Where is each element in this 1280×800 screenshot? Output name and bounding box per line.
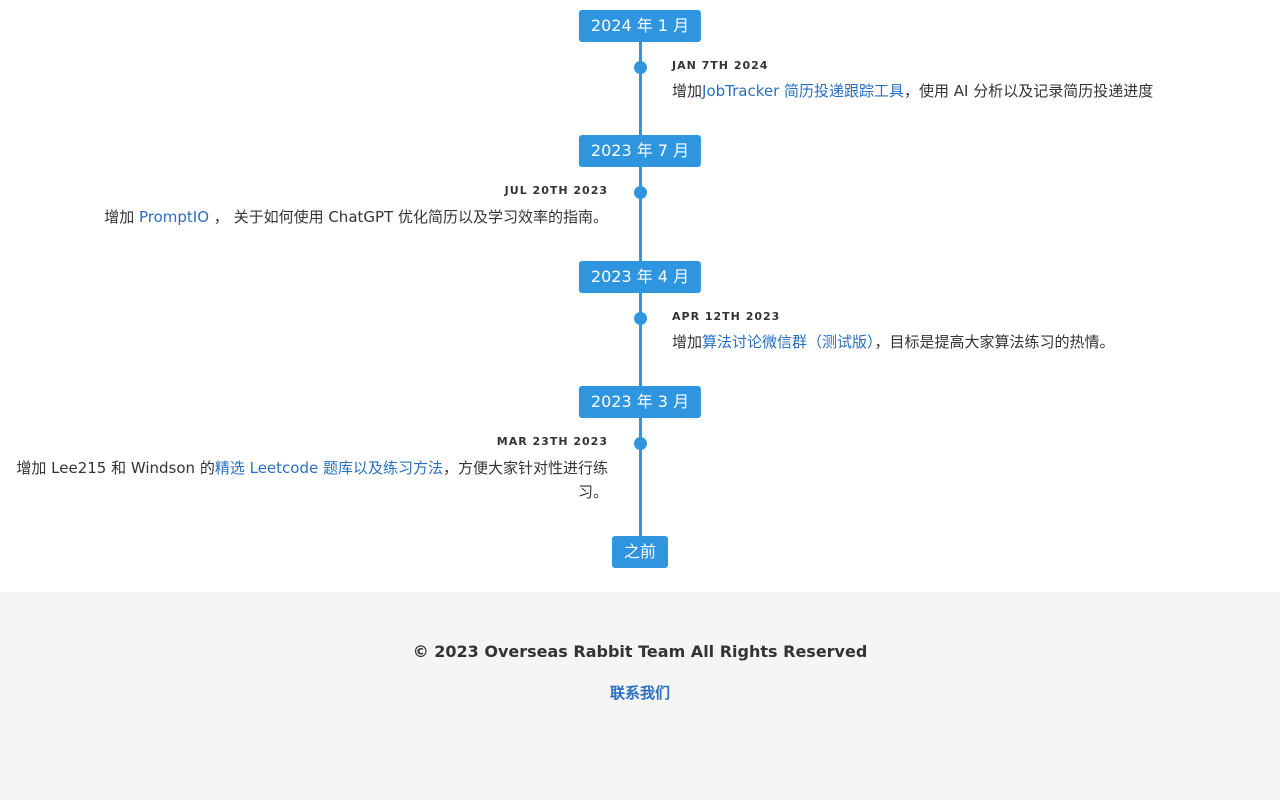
entry-text-post: ，使用 AI 分析以及记录简历投递进度 <box>904 82 1154 100</box>
entry-date: APR 12TH 2023 <box>672 310 781 323</box>
contact-us-link[interactable]: 联系我们 <box>609 684 670 702</box>
jobtracker-link[interactable]: JobTracker 简历投递跟踪工具 <box>702 82 905 100</box>
entry-text-pre: 增加 <box>104 208 139 226</box>
entry-date: JUL 20TH 2023 <box>504 184 608 197</box>
entry-text-post: ，方便大家针对性进行练习。 <box>442 459 608 501</box>
timeline-dot <box>634 186 647 199</box>
timeline-dot <box>634 61 647 74</box>
entry-description: 增加 PromptIO ， 关于如何使用 ChatGPT 优化简历以及学习效率的… <box>8 205 608 229</box>
timeline: 2024 年 1 月 JAN 7TH 2024 增加JobTracker 简历投… <box>8 10 1232 568</box>
promptio-link[interactable]: PromptIO <box>138 208 210 226</box>
entry-description: 增加算法讨论微信群（测试版），目标是提高大家算法练习的热情。 <box>672 330 1232 354</box>
wechat-group-link[interactable]: 算法讨论微信群（测试版） <box>702 333 875 351</box>
entry-description: 增加 Lee215 和 Windson 的精选 Leetcode 题库以及练习方… <box>8 456 608 504</box>
month-badge-2023-04: 2023 年 4 月 <box>578 261 702 293</box>
leetcode-list-link[interactable]: 精选 Leetcode 题库以及练习方法 <box>214 459 443 477</box>
entry-text-pre: 增加 Lee215 和 Windson 的 <box>16 459 215 477</box>
entry-description: 增加JobTracker 简历投递跟踪工具，使用 AI 分析以及记录简历投递进度 <box>672 79 1232 103</box>
entry-text-pre: 增加 <box>672 82 703 100</box>
month-badge-2024-01: 2024 年 1 月 <box>578 10 702 42</box>
timeline-dot <box>634 437 647 450</box>
month-badge-2023-07: 2023 年 7 月 <box>578 135 702 167</box>
copyright-text: © 2023 Overseas Rabbit Team All Rights R… <box>412 642 868 661</box>
month-badge-2023-03: 2023 年 3 月 <box>578 386 702 418</box>
before-badge: 之前 <box>611 536 669 568</box>
entry-date: MAR 23TH 2023 <box>496 435 608 448</box>
entry-text-post: ， 关于如何使用 ChatGPT 优化简历以及学习效率的指南。 <box>209 208 608 226</box>
timeline-dot <box>634 312 647 325</box>
entry-date: JAN 7TH 2024 <box>672 59 769 72</box>
contact-us: 联系我们 <box>0 682 1280 703</box>
entry-text-post: ，目标是提高大家算法练习的热情。 <box>874 333 1115 351</box>
footer: © 2023 Overseas Rabbit Team All Rights R… <box>0 592 1280 800</box>
entry-text-pre: 增加 <box>672 333 703 351</box>
